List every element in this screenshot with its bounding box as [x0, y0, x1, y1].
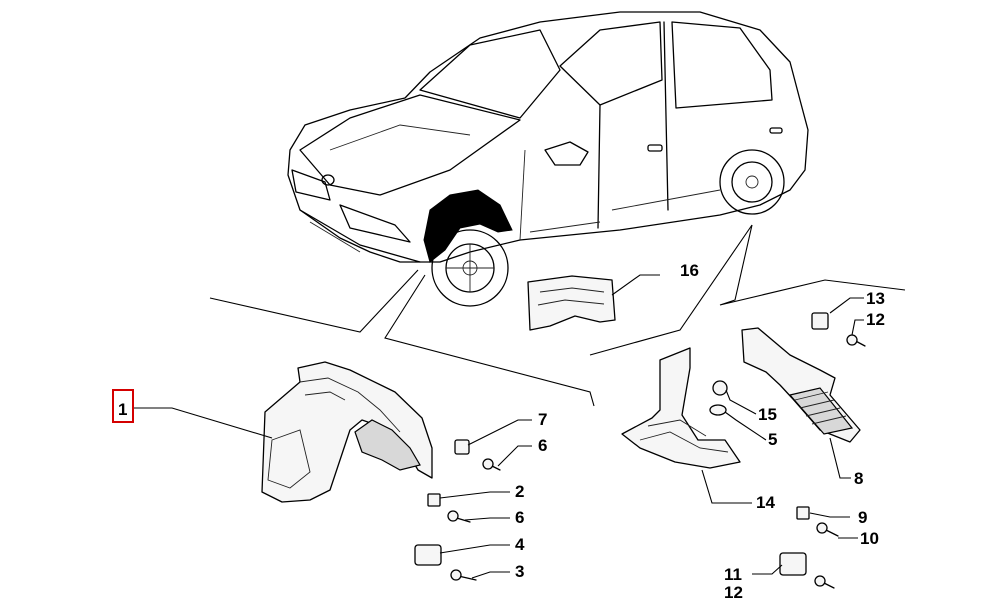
callout-9[interactable]: 9 [858, 508, 867, 527]
fasteners [414, 312, 866, 589]
selected-callout-highlight [112, 389, 134, 423]
callout-2[interactable]: 2 [515, 482, 524, 501]
front-wheel-arch-liner [261, 361, 433, 503]
callout-14[interactable]: 14 [756, 493, 775, 512]
part-16-shield [527, 275, 616, 331]
callout-1[interactable]: 1 [118, 400, 127, 419]
callout-8[interactable]: 8 [854, 469, 863, 488]
explode-guide-lines [209, 224, 906, 407]
wheel-arch-liner-highlight [423, 189, 513, 263]
callout-12-upper[interactable]: 12 [866, 310, 885, 329]
callout-16[interactable]: 16 [680, 261, 699, 280]
part-14-tray [621, 347, 741, 469]
callout-3[interactable]: 3 [515, 562, 524, 581]
callout-7[interactable]: 7 [538, 410, 547, 429]
callout-10[interactable]: 10 [860, 529, 879, 548]
callout-15[interactable]: 15 [758, 405, 777, 424]
callout-13[interactable]: 13 [866, 289, 885, 308]
callout-12-lower[interactable]: 12 [724, 583, 743, 600]
callout-4[interactable]: 4 [515, 535, 525, 554]
callout-11[interactable]: 11 [724, 565, 742, 584]
car-outline [287, 11, 809, 307]
part-8-flap [741, 327, 861, 443]
leader-lines [134, 274, 864, 579]
callout-5[interactable]: 5 [768, 430, 777, 449]
callout-6-upper[interactable]: 6 [538, 436, 547, 455]
callout-6-lower[interactable]: 6 [515, 508, 524, 527]
